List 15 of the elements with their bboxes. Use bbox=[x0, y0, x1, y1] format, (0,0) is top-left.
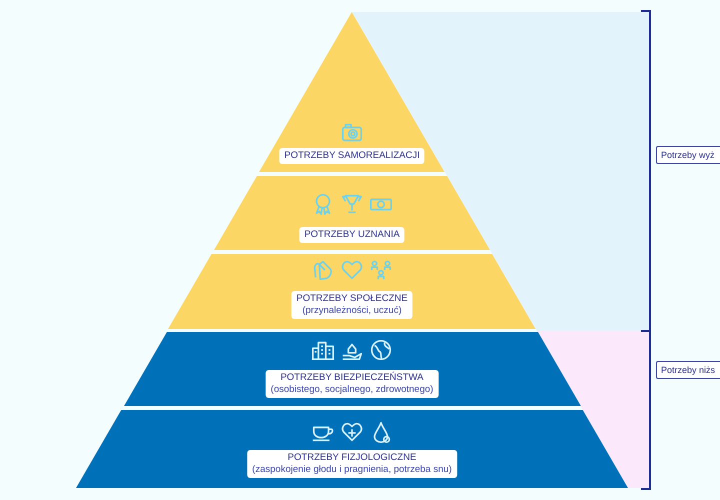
level-description: (osobistego, socjalnego, zdrowotnego) bbox=[270, 384, 434, 396]
pyramid-level bbox=[259, 12, 445, 172]
level-title: POTRZEBY BIEZPIECZEŃSTWA bbox=[279, 372, 425, 384]
group-label: Potrzeby wyż bbox=[656, 146, 720, 164]
pyramid-level bbox=[124, 332, 580, 406]
level-title: POTRZEBY UZNANIA bbox=[304, 229, 400, 241]
pyramid-level bbox=[76, 410, 628, 488]
level-title: POTRZEBY SAMOREALIZACJI bbox=[284, 150, 420, 162]
level-title: POTRZEBY FIZJOLOGICZNE bbox=[286, 452, 418, 464]
level-title: POTRZEBY SPOŁECZNE bbox=[296, 293, 408, 305]
pyramid-level bbox=[168, 254, 536, 329]
group-label: Potrzeby niżs bbox=[656, 361, 720, 379]
level-description: (zaspokojenie głodu i pragnienia, potrzeba snu) bbox=[252, 464, 452, 476]
level-description: (przynależności, uczuć) bbox=[301, 305, 403, 317]
pyramid-level bbox=[214, 176, 490, 250]
